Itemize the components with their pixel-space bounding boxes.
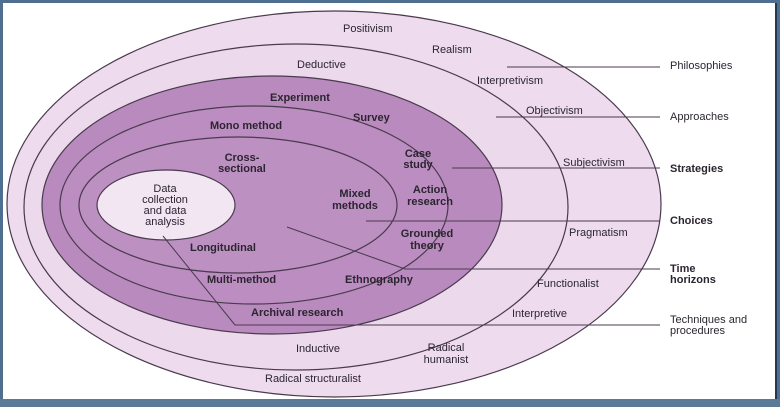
- label-radical-humanist-2: humanist: [424, 354, 469, 366]
- label-interpretive: Interpretive: [512, 308, 567, 320]
- label-case-study-2: study: [403, 159, 433, 171]
- side-label-time-horizons-2: horizons: [670, 274, 716, 286]
- side-label-techniques-1: Techniques and: [670, 314, 747, 326]
- leader-techniques: [162, 235, 660, 326]
- side-label-choices: Choices: [670, 215, 713, 227]
- label-inductive: Inductive: [296, 343, 340, 355]
- label-longitudinal: Longitudinal: [190, 242, 256, 254]
- label-pragmatism: Pragmatism: [569, 227, 628, 239]
- label-subjectivism: Subjectivism: [563, 157, 625, 169]
- label-grounded-theory-1: Grounded: [401, 228, 454, 240]
- side-label-philosophies: Philosophies: [670, 60, 733, 72]
- label-experiment: Experiment: [270, 92, 330, 104]
- label-survey: Survey: [353, 112, 391, 124]
- label-interpretivism: Interpretivism: [477, 75, 543, 87]
- side-label-time-horizons-1: Time: [670, 263, 695, 275]
- label-deductive: Deductive: [297, 59, 346, 71]
- label-action-research-2: research: [407, 196, 453, 208]
- label-mixed-methods-1: Mixed: [339, 188, 370, 200]
- label-data-collection-3: and data: [144, 205, 188, 217]
- label-multi-method: Multi-method: [207, 274, 276, 286]
- label-data-collection-2: collection: [142, 194, 188, 206]
- label-grounded-theory-2: theory: [410, 240, 445, 252]
- label-objectivism: Objectivism: [526, 105, 583, 117]
- side-label-techniques-2: procedures: [670, 325, 726, 337]
- label-data-collection-4: analysis: [145, 216, 185, 228]
- label-mono-method: Mono method: [210, 120, 282, 132]
- label-functionalist: Functionalist: [537, 278, 599, 290]
- label-radical-humanist-1: Radical: [428, 342, 465, 354]
- label-radical-structuralist: Radical structuralist: [265, 373, 361, 385]
- label-archival-research: Archival research: [251, 307, 344, 319]
- leader-time-horizons: [286, 226, 660, 270]
- label-mixed-methods-2: methods: [332, 200, 378, 212]
- side-label-approaches: Approaches: [670, 111, 729, 123]
- label-case-study-1: Case: [405, 148, 431, 160]
- label-ethnography: Ethnography: [345, 274, 414, 286]
- label-positivism: Positivism: [343, 23, 393, 35]
- label-cross-sectional-1: Cross-: [225, 152, 260, 164]
- label-action-research-1: Action: [413, 184, 448, 196]
- frame-bottom-bar: [0, 399, 780, 407]
- label-data-collection-1: Data: [153, 183, 177, 195]
- label-cross-sectional-2: sectional: [218, 163, 266, 175]
- label-realism: Realism: [432, 44, 472, 56]
- side-label-strategies: Strategies: [670, 163, 723, 175]
